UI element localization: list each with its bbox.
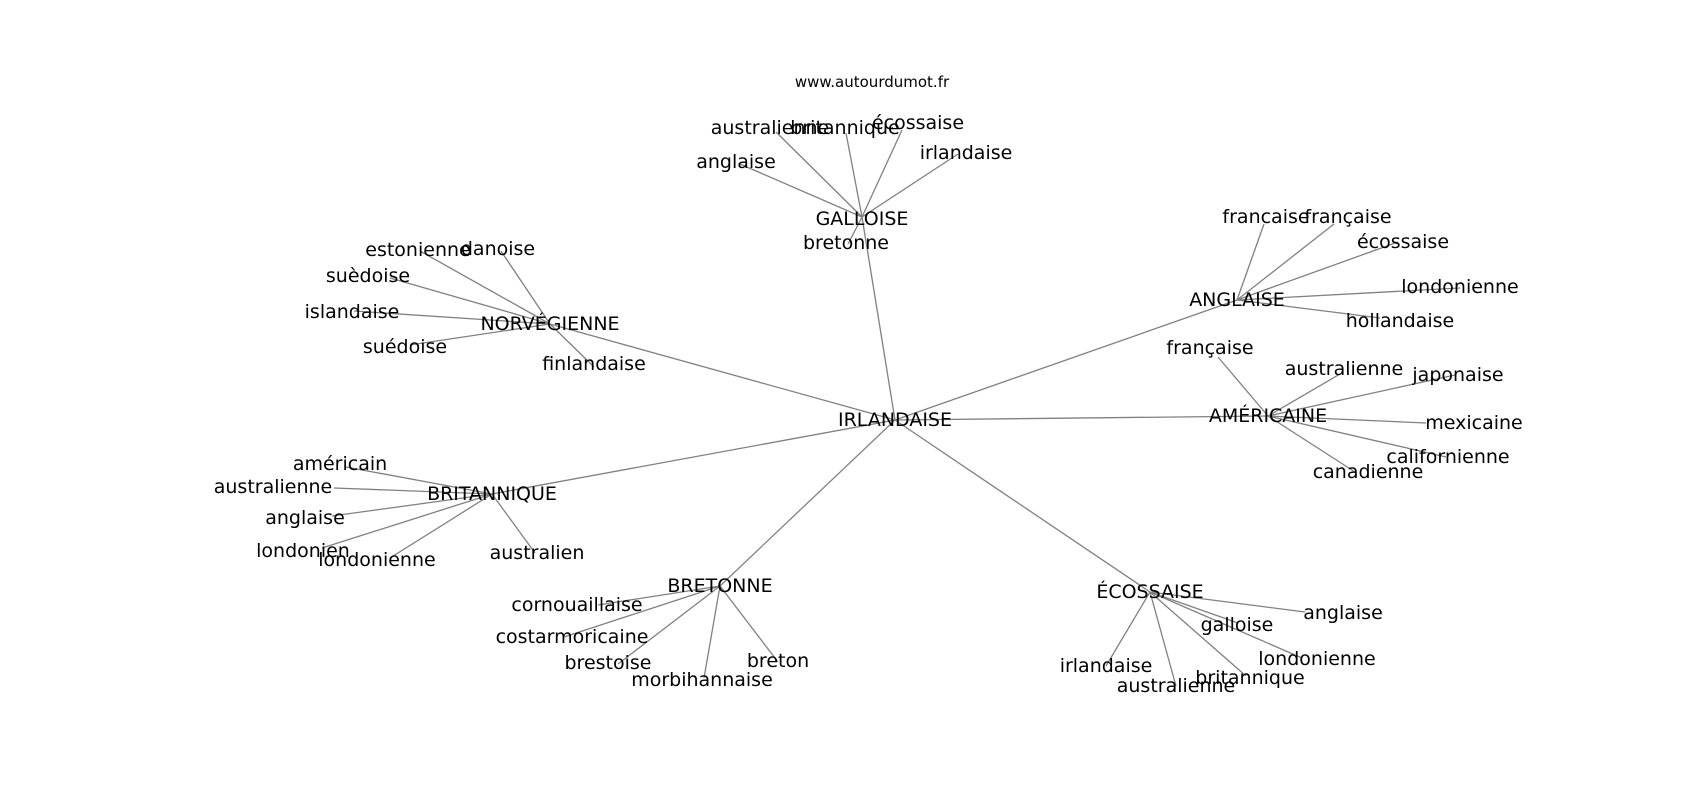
leaf-node-label-galloise-anglaise: anglaise <box>696 151 776 173</box>
leaf-node-label-bretonne-cornouaillaise: cornouaillaise <box>511 594 642 616</box>
leaf-node-label-ecossaise-londonienne: londonienne <box>1258 648 1375 670</box>
graph-labels: IRLANDAISEGALLOISEaustraliennebritanniqu… <box>214 112 1523 697</box>
edge-britannique-to-londonienne <box>389 493 493 559</box>
edge-galloise-to-irlandaise <box>861 153 959 218</box>
edge-bretonne-to-morbihannaise <box>703 585 721 679</box>
edge-norvegienne-to-finlandaise <box>549 323 595 368</box>
edge-norvegienne-to-suedoise <box>389 277 551 325</box>
leaf-node-label-britannique-anglaise: anglaise <box>265 507 345 529</box>
edge-britannique-to-londonien <box>321 493 493 549</box>
leaf-node-label-bretonne-morbihannaise: morbihannaise <box>631 669 773 691</box>
edge-bretonne-to-breton <box>719 585 779 663</box>
edge-root-to-norvegienne <box>549 323 896 421</box>
leaf-node-label-americaine-japonaise: japonaise <box>1411 364 1503 386</box>
edge-americaine-to-californienne <box>1267 415 1447 458</box>
edge-ecossaise-to-londonienne <box>1149 591 1303 659</box>
leaf-node-label-ecossaise-irlandaise: irlandaise <box>1060 655 1153 677</box>
leaf-node-label-anglaise-francaise: française <box>1304 206 1391 228</box>
edge-galloise-to-ecossaise <box>861 129 903 218</box>
edge-anglaise-to-francaise <box>1236 223 1335 301</box>
leaf-node-label-anglaise-francaise: francaise <box>1222 206 1309 228</box>
edge-bretonne-to-cornouaillaise <box>597 585 721 606</box>
leaf-node-label-norvegienne-suedoise: suèdoise <box>326 265 410 287</box>
edge-britannique-to-anglaise <box>331 493 493 517</box>
leaf-node-label-norvegienne-finlandaise: finlandaise <box>542 353 646 375</box>
leaf-node-label-norvegienne-estonienne: estonienne <box>365 239 470 261</box>
hub-node-label-ecossaise: ÉCOSSAISE <box>1096 580 1203 603</box>
leaf-node-label-ecossaise-britannique: britannique <box>1195 667 1304 689</box>
edge-galloise-to-australienne <box>775 131 863 218</box>
hub-node-label-britannique: BRITANNIQUE <box>427 483 557 505</box>
leaf-node-label-americaine-australienne: australienne <box>1285 358 1404 380</box>
watermark: www.autourdumot.fr <box>795 73 950 91</box>
leaf-node-label-anglaise-ecossaise: écossaise <box>1357 231 1449 253</box>
leaf-node-label-norvegienne-suedoise: suédoise <box>363 336 447 358</box>
edge-ecossaise-to-britannique <box>1149 591 1247 677</box>
edge-americaine-to-canadienne <box>1267 415 1356 473</box>
edge-anglaise-to-londonienne <box>1236 287 1461 301</box>
edge-norvegienne-to-islandaise <box>353 310 551 325</box>
leaf-node-label-americaine-canadienne: canadienne <box>1313 461 1424 483</box>
root-node-label: IRLANDAISE <box>838 409 952 431</box>
leaf-node-label-ecossaise-galloise: galloise <box>1201 614 1274 636</box>
leaf-node-label-galloise-bretonne: bretonne <box>803 232 889 254</box>
edge-norvegienne-to-danoise <box>500 250 551 325</box>
edge-galloise-to-anglaise <box>739 163 863 218</box>
leaf-node-label-bretonne-breton: breton <box>747 650 809 672</box>
hub-node-label-galloise: GALLOISE <box>816 208 909 230</box>
leaf-node-label-anglaise-hollandaise: hollandaise <box>1346 310 1454 332</box>
leaf-node-label-britannique-australien: australien <box>490 542 585 564</box>
edge-americaine-to-australienne <box>1267 373 1341 417</box>
edge-americaine-to-mexicaine <box>1267 415 1427 424</box>
edge-americaine-to-francaise <box>1217 356 1269 417</box>
leaf-node-label-bretonne-brestoise: brestoise <box>565 652 652 674</box>
edge-root-to-britannique <box>491 419 896 495</box>
leaf-node-label-galloise-britannique: britannique <box>790 117 899 139</box>
edge-anglaise-to-francaise <box>1236 223 1265 301</box>
edge-ecossaise-to-irlandaise <box>1105 591 1151 667</box>
edge-galloise-to-bretonne <box>847 216 863 245</box>
leaf-node-label-anglaise-londonienne: londonienne <box>1401 276 1518 298</box>
leaf-node-label-galloise-irlandaise: irlandaise <box>920 142 1013 164</box>
edge-bretonne-to-brestoise <box>617 585 721 665</box>
leaf-node-label-britannique-australienne: australienne <box>214 476 333 498</box>
leaf-node-label-galloise-australienne: australienne <box>711 117 830 139</box>
leaf-node-label-norvegienne-danoise: danoise <box>461 238 535 260</box>
edge-root-to-anglaise <box>894 299 1238 421</box>
edge-anglaise-to-hollandaise <box>1236 299 1381 319</box>
leaf-node-label-britannique-londonienne: londonienne <box>318 549 435 571</box>
edge-galloise-to-britannique <box>845 132 863 218</box>
leaf-node-label-britannique-americain: américain <box>293 453 387 475</box>
edge-root-to-galloise <box>861 216 896 421</box>
edge-root-to-ecossaise <box>894 419 1151 593</box>
edge-britannique-to-australienne <box>333 487 493 495</box>
hub-node-label-bretonne: BRETONNE <box>667 575 772 597</box>
edge-britannique-to-australien <box>491 493 536 554</box>
leaf-node-label-galloise-ecossaise: écossaise <box>872 112 964 134</box>
edge-ecossaise-to-australienne <box>1149 591 1177 687</box>
graph-edges <box>321 129 1461 687</box>
edge-anglaise-to-ecossaise <box>1236 241 1399 301</box>
edge-ecossaise-to-anglaise <box>1149 591 1306 613</box>
edge-britannique-to-americain <box>345 466 493 495</box>
hub-node-label-norvegienne: NORVÉGIENNE <box>480 312 619 335</box>
leaf-node-label-ecossaise-anglaise: anglaise <box>1303 602 1383 624</box>
hub-node-label-anglaise: ANGLAISE <box>1189 289 1285 311</box>
edge-bretonne-to-costarmoricaine <box>563 585 721 638</box>
edge-ecossaise-to-galloise <box>1149 591 1239 624</box>
leaf-node-label-americaine-californienne: californienne <box>1386 446 1509 468</box>
leaf-node-label-americaine-francaise: française <box>1166 337 1253 359</box>
edge-root-to-bretonne <box>719 419 896 587</box>
leaf-node-label-ecossaise-australienne: australienne <box>1117 675 1236 697</box>
edge-root-to-americaine <box>894 415 1269 421</box>
edge-norvegienne-to-suedoise <box>409 323 551 346</box>
leaf-node-label-bretonne-costarmoricaine: costarmoricaine <box>496 626 649 648</box>
edge-norvegienne-to-estonienne <box>419 250 551 325</box>
leaf-node-label-britannique-londonien: londonien <box>256 540 350 562</box>
leaf-node-label-norvegienne-islandaise: islandaise <box>305 301 400 323</box>
hub-node-label-americaine: AMÉRICAINE <box>1209 404 1327 427</box>
edge-americaine-to-japonaise <box>1267 374 1456 417</box>
leaf-node-label-americaine-mexicaine: mexicaine <box>1425 412 1523 434</box>
